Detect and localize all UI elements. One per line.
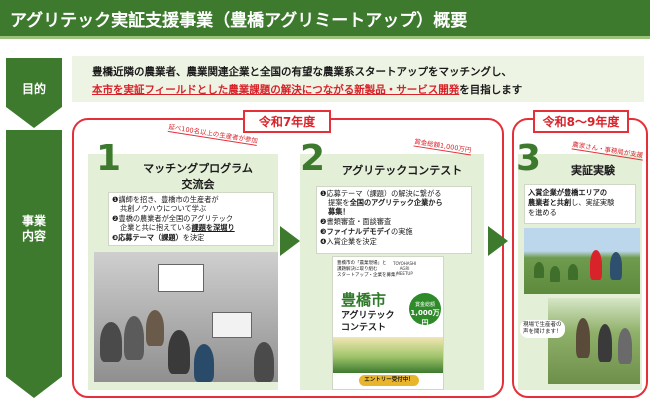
step-1-item-2a: ❷豊橋の農業者が全国のアグリテック [112, 214, 234, 223]
step-1-subtitle: 交流会 [181, 178, 215, 191]
step-1-number: 1 [96, 138, 122, 179]
step-2-item-1c-bold: 募集！ [328, 207, 350, 216]
step-1-item-2b: 企業と共に抱えている課題を深堀り [120, 223, 235, 232]
step-2-title: アグリテックコンテスト [341, 164, 463, 177]
step-3-details [524, 184, 636, 224]
content-label-line2: 内容 [21, 229, 46, 243]
step-3-number: 3 [516, 138, 542, 179]
projector-screen [158, 264, 204, 292]
step-1-item-2b-plain: 企業と共に抱えている [120, 223, 192, 232]
attendee [168, 330, 190, 374]
attendee [194, 344, 214, 382]
attendee [254, 342, 274, 382]
step-2-item-1a: ❶応募テーマ（課題）の解決に繋がる [320, 189, 442, 198]
content-label-line1: 事業 [21, 214, 46, 228]
step-1-item-3-bold: ❸応募テーマ（課題） [112, 233, 183, 242]
purpose-line-1: 豊橋近隣の農業者、農業関連企業と全国の有望な農業系スタートアップをマッチングし、 [92, 66, 512, 78]
purpose-highlight: 本市を実証フィールドとした農業課題の解決につながる新製品・サービス開発 [92, 84, 460, 96]
meetup-logo-line2: AGRI [399, 266, 410, 271]
title-bar [0, 0, 650, 36]
meetup-logo-line1: TOYOHASHI [393, 261, 417, 266]
step-3-item-1a-bold: 入賞企業が豊橋エリアの [528, 188, 608, 197]
crop-plant [550, 266, 560, 282]
flyer-headline-3: スタートアップ・企業を募集！ [337, 273, 400, 278]
step-3-title: 実証実験 [571, 164, 615, 177]
attendee [124, 316, 144, 360]
step-1-item-2b-bold: 課題を深堀り [191, 223, 235, 232]
demo-photo [548, 298, 640, 384]
entry-button: エントリー受付中！ [359, 375, 419, 386]
step-2-item-3-suffix: の実施 [391, 227, 413, 236]
workshop-photo [94, 252, 278, 382]
prize-badge-value: 1,000万円 [410, 309, 440, 327]
flyer-title-contest: コンテスト [341, 323, 387, 333]
step-2-item-3-plain: ❸ [320, 227, 327, 236]
step-1-item-1a: ❶講師を招き、豊橋市の生産者が [112, 195, 219, 204]
purpose-label: 目的 [21, 82, 46, 96]
step-1-item-1b: 共創ノウハウについて学ぶ [120, 204, 207, 213]
content-label: 事業 内容 [6, 214, 62, 244]
era-label-r89: 令和8～9年度 [533, 110, 629, 133]
presentation-screen [212, 312, 252, 338]
flyer-illustration [333, 337, 443, 373]
farmer [618, 328, 632, 364]
step-2-item-1b-plain: 提案を [328, 198, 350, 207]
photo-note-line2: 声を聞けます！ [523, 329, 562, 335]
farmer [590, 250, 602, 280]
step-2-item-2: ❷書類審査・面談審査 [320, 217, 392, 226]
step-3-item-1b-bold: 農業者と共創 [528, 198, 572, 207]
attendee [146, 310, 164, 346]
photo-note-line1: 現場で生産者の [523, 322, 562, 328]
step-2-item-1c: 募集！ [328, 207, 350, 216]
step-2-item-1b: 提案を全国のアグリテック企業から [328, 198, 443, 207]
purpose-suffix: を目指します [459, 84, 523, 96]
step-3-item-1b-plain: し、実証実験 [571, 198, 615, 207]
step-1-item-3: ❸応募テーマ（課題）を決定 [112, 233, 204, 242]
step-1-details [108, 192, 274, 246]
flyer-headline-1: 豊橋市の「農業現場」と [337, 261, 387, 266]
farmer [610, 252, 622, 280]
farmer [576, 318, 590, 358]
prize-badge: 賞金総額 1,000万円 [409, 293, 441, 327]
flyer-title-city: 豊橋市 [341, 291, 387, 309]
prize-badge-label: 賞金総額 [414, 302, 435, 308]
meetup-logo: TOYOHASHI AGRI MEETUP [393, 261, 416, 276]
flyer-headline: 豊橋市の「農業現場」と 課題解決に取り組む スタートアップ・企業を募集！ [337, 261, 400, 279]
step-2-item-1b-bold: 全国のアグリテック企業から [349, 198, 443, 207]
step-2-item-4: ❹入賞企業を決定 [320, 237, 377, 246]
flyer-headline-2: 課題解決に取り組む [337, 267, 378, 272]
meetup-logo-line3: MEETUP [396, 271, 413, 276]
purpose-line-2: 本市を実証フィールドとした農業課題の解決につながる新製品・サービス開発を目指しま… [92, 82, 522, 97]
photo-speech-bubble: 現場で生産者の 声を聞けます！ [520, 320, 565, 338]
crop-plant [534, 262, 544, 278]
step-2-number: 2 [300, 138, 326, 179]
step-3-item-1b: 農業者と共創し、実証実験 [528, 198, 614, 207]
content-arrow [6, 130, 62, 398]
farmer [598, 324, 612, 362]
crop-plant [568, 264, 578, 280]
step-1-title: マッチングプログラム [143, 162, 253, 175]
step-3-item-1c: を進める [528, 208, 557, 217]
contest-flyer: 豊橋市の「農業現場」と 課題解決に取り組む スタートアップ・企業を募集！ TOY… [332, 256, 444, 390]
step-2-item-3-bold: ファイナルデモデイ [326, 227, 391, 236]
purpose-box: 豊橋近隣の農業者、農業関連企業と全国の有望な農業系スタートアップをマッチングし、… [72, 56, 644, 102]
flyer-title-agritech: アグリテック [341, 311, 395, 321]
field-photo [524, 228, 640, 294]
page-title: アグリテック実証支援事業（豊橋アグリミートアップ）概要 [10, 11, 468, 31]
step-2-item-3: ❸ファイナルデモデイの実施 [320, 227, 413, 236]
attendee [100, 322, 122, 362]
title-underline [0, 36, 650, 39]
step-1-item-3-plain: を決定 [182, 233, 205, 242]
step-3-item-1a: 入賞企業が豊橋エリアの [528, 188, 607, 197]
era-label-r7: 令和7年度 [243, 110, 331, 133]
step-2-details [316, 186, 472, 254]
